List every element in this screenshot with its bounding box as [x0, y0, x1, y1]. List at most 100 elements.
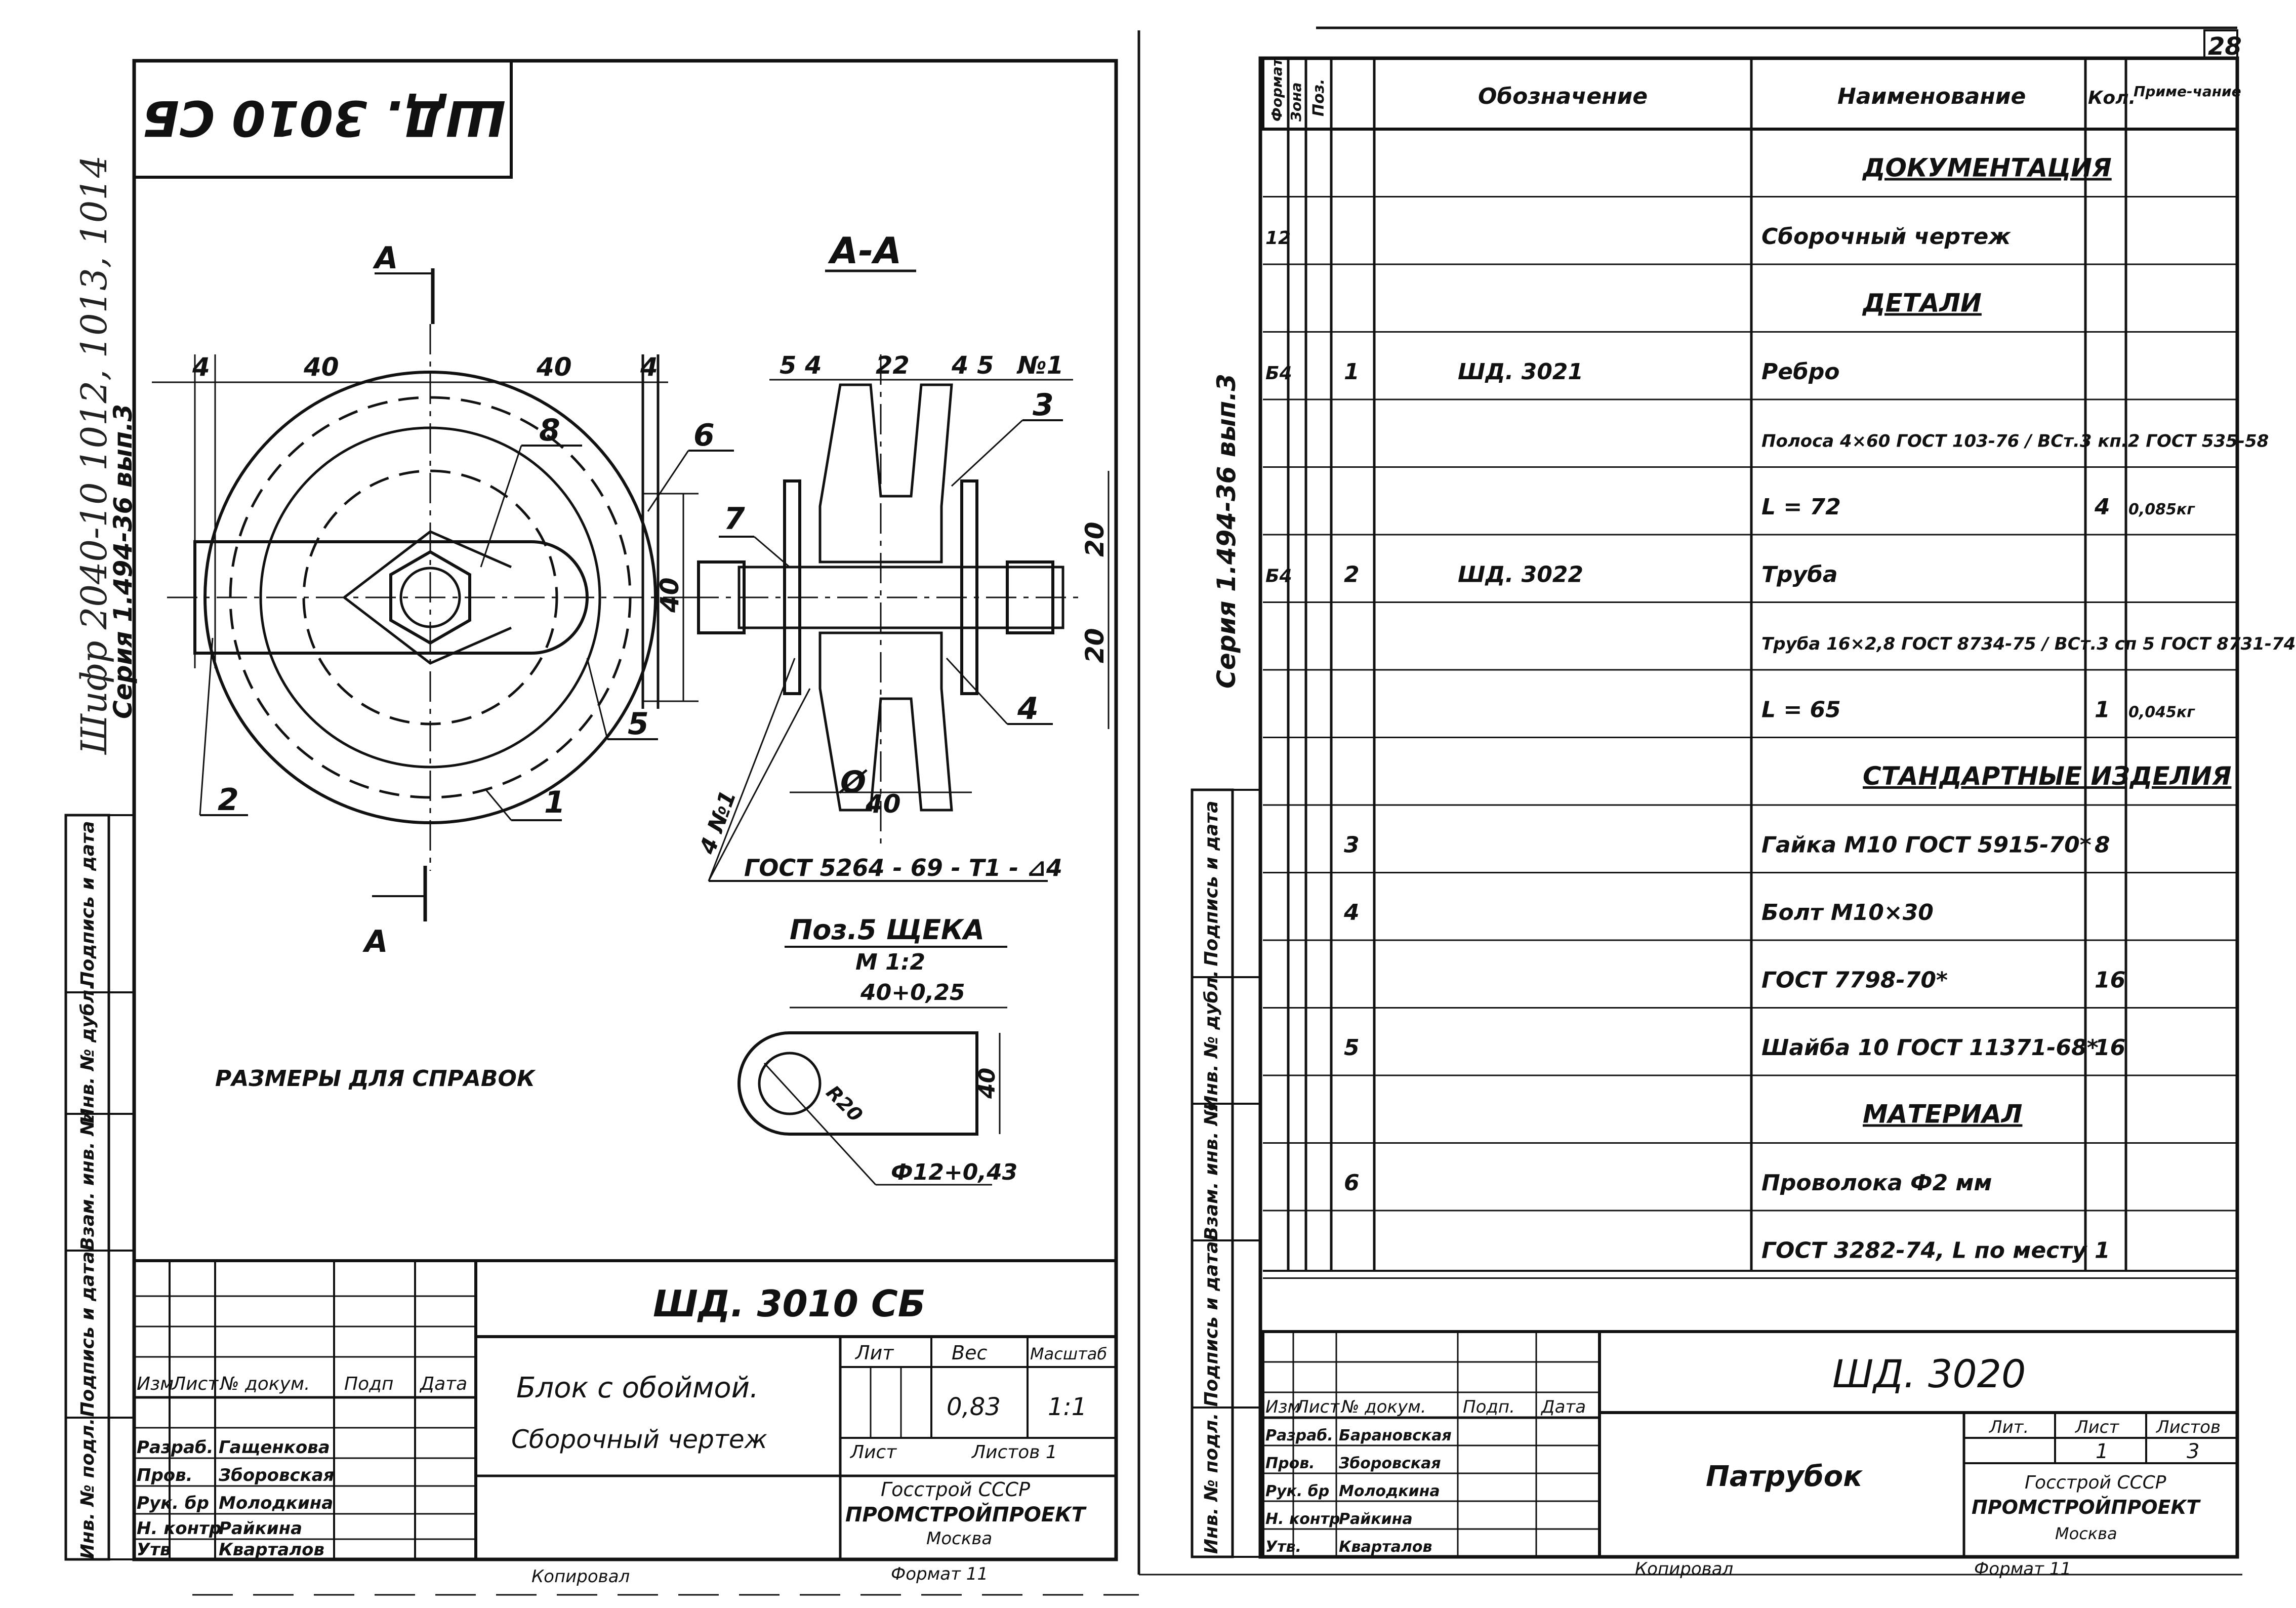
tb-col-date: Дата	[419, 1374, 467, 1394]
spec-cell-designation: ШД. 3022	[1458, 562, 1583, 588]
spec-cell-qty: 1	[2095, 697, 2110, 723]
weld-gost: ГОСТ 5264 - 69 - Т1 - ⊿4	[744, 854, 1062, 881]
spec-cell-qty: 8	[2095, 832, 2110, 858]
spec-cell-pos: 6	[1344, 1170, 1360, 1196]
side-label-inv: Инв. № подл.	[77, 1418, 98, 1559]
r-tb-name: Патрубок	[1706, 1460, 1863, 1493]
spec-cell-pos: 1	[1344, 359, 1360, 385]
tb-role-3: Н. контр	[137, 1518, 221, 1539]
pos-4: 4	[1017, 691, 1039, 727]
r-tb-sheet-val: 1	[2096, 1440, 2108, 1463]
spec-cell-name: Болт М10×30	[1761, 900, 1934, 926]
r-tb-sheets: Листов	[2155, 1417, 2221, 1437]
detail-title: Поз.5 ЩЕКА	[790, 914, 985, 946]
tb-person-3: Райкина	[219, 1518, 302, 1539]
spec-cell-qty: 16	[2095, 1035, 2125, 1061]
spec-cell-note: 0,045кг	[2128, 704, 2195, 721]
tb-col-doc: № докум.	[219, 1374, 310, 1394]
r-tb-role-0: Разраб.	[1265, 1427, 1333, 1444]
spec-cell-designation: ШД. 3021	[1458, 359, 1583, 385]
r-side-label-inv: Инв. № подл.	[1201, 1413, 1222, 1554]
spec-cell-note: 0,085кг	[2128, 501, 2195, 518]
section-view: А-А 5 4 22 4 5 №1 20 20	[688, 229, 1110, 882]
weld-note-left: 4 №1	[694, 787, 742, 858]
r-tb-person-2: Молодкина	[1339, 1482, 1440, 1500]
spec-cell-name: Сборочный чертеж	[1761, 224, 2011, 250]
section-marker-bottom: А	[362, 924, 388, 959]
dim-5-4: 5 4	[780, 351, 822, 380]
tb-role-4: Утв	[137, 1540, 171, 1560]
spec-cell-pos: 5	[1344, 1035, 1360, 1061]
dim-n1: №1	[1016, 351, 1063, 380]
right-sheet: 28 Серия 1.494-36 вып.3 Инв. № подл. Под…	[1139, 26, 2295, 1579]
section-title: А-А	[828, 229, 901, 272]
detail-dim-width: 40+0,25	[860, 980, 965, 1006]
spec-cell-name: L = 72	[1761, 494, 1841, 520]
dim-4-5: 4 5	[951, 351, 994, 380]
spec-cell-name: ГОСТ 3282-74, L по месту	[1761, 1238, 2088, 1264]
pos-6: 6	[693, 418, 715, 453]
detail-cheek: Поз.5 ЩЕКА М 1:2 40+0,25 40 R20 Ф12+0,43	[737, 914, 1017, 1186]
pos-1: 1	[544, 785, 565, 820]
note-reference-dims: РАЗМЕРЫ ДЛЯ СПРАВОК	[215, 1066, 536, 1092]
side-label-replace: Взам. инв. №	[77, 1114, 98, 1251]
r-tb-role-4: Утв.	[1265, 1538, 1301, 1556]
spec-cell-pos: 4	[1343, 900, 1360, 926]
pos-5: 5	[628, 706, 649, 742]
pos-7: 7	[724, 501, 745, 537]
r-tb-person-4: Кварталов	[1339, 1538, 1432, 1556]
tb-role-2: Рук. бр	[137, 1493, 209, 1513]
r-tb-lit: Лит.	[1988, 1417, 2029, 1437]
detail-dim-radius: R20	[822, 1081, 867, 1126]
tb-mass: 0,83	[947, 1393, 1001, 1421]
hdr-format: Формат	[1268, 57, 1285, 122]
dim-4b: 4	[640, 352, 658, 382]
r-tb-designation: ШД. 3020	[1832, 1351, 2026, 1396]
format-label: Формат 11	[891, 1564, 988, 1584]
pos-8: 8	[539, 413, 560, 448]
dim-40b: 40	[536, 352, 572, 382]
tb-col-izm: Изм	[137, 1374, 174, 1394]
side-label-dup: Инв. № дубл.	[77, 983, 98, 1123]
left-sheet: ШД. 3010 СБ Шифр 2040-10 1012, 1013, 101…	[64, 30, 1140, 1596]
tb-org1: Госстрой СССР	[881, 1478, 1030, 1501]
tb-hdr-mass: Вес	[952, 1342, 987, 1364]
r-side-label-sign2: Подпись и дата	[1201, 801, 1222, 967]
spec-cell-qty: 1	[2095, 1238, 2110, 1264]
front-view: А А 4 40 40 4 40 8 6 5	[152, 240, 734, 959]
dim-20b: 20	[1080, 628, 1110, 663]
r-side-label-replace: Взам. инв. №	[1201, 1104, 1222, 1241]
tb-sheets: Листов 1	[971, 1442, 1057, 1463]
r-tb-city: Москва	[2055, 1524, 2117, 1543]
tb-designation: ШД. 3010 СБ	[653, 1282, 926, 1325]
tb-hdr-scale: Масштаб	[1030, 1344, 1107, 1363]
tb-col-list: Лист	[171, 1374, 219, 1394]
detail-dim-height: 40	[974, 1068, 1000, 1099]
tb-hdr-lit: Лит	[854, 1342, 894, 1364]
spec-cell-name: L = 65	[1761, 697, 1841, 723]
spec-cell-name: МАТЕРИАЛ	[1863, 1100, 2022, 1129]
r-tb-person-1: Зборовская	[1338, 1455, 1441, 1472]
spec-cell-qty: 4	[2094, 494, 2110, 520]
tb-role-0: Разраб.	[137, 1437, 214, 1458]
stamp-box	[133, 59, 513, 179]
tb-name-line1: Блок с обоймой.	[516, 1372, 759, 1404]
spec-cell-name: Шайба 10 ГОСТ 11371-68*	[1761, 1035, 2099, 1061]
r-tb-sheet: Лист	[2074, 1417, 2119, 1437]
stamp-designation: ШД. 3010 СБ	[142, 90, 506, 146]
r-copied-label: Копировал	[1635, 1559, 1733, 1579]
tb-person-2: Молодкина	[219, 1493, 333, 1513]
hdr-designation: Обозначение	[1478, 84, 1648, 109]
section-marker-top: А	[373, 240, 398, 276]
tb-org2: ПРОМСТРОЙПРОЕКТ	[845, 1502, 1087, 1526]
spec-cell-name: Проволока Ф2 мм	[1761, 1170, 1992, 1196]
pos-2: 2	[218, 782, 239, 818]
tb-name-line2: Сборочный чертеж	[511, 1425, 767, 1454]
spec-cell-format: 12	[1265, 228, 1291, 249]
r-side-label-sign: Подпись и дата	[1201, 1241, 1222, 1407]
copied-label: Копировал	[531, 1566, 630, 1587]
spec-cell-qty: 16	[2095, 968, 2125, 993]
tb-col-sign: Подп	[344, 1374, 394, 1394]
r-tb-org2: ПРОМСТРОЙПРОЕКТ	[1972, 1496, 2201, 1518]
r-tb-col-doc: № докум.	[1340, 1397, 1426, 1417]
